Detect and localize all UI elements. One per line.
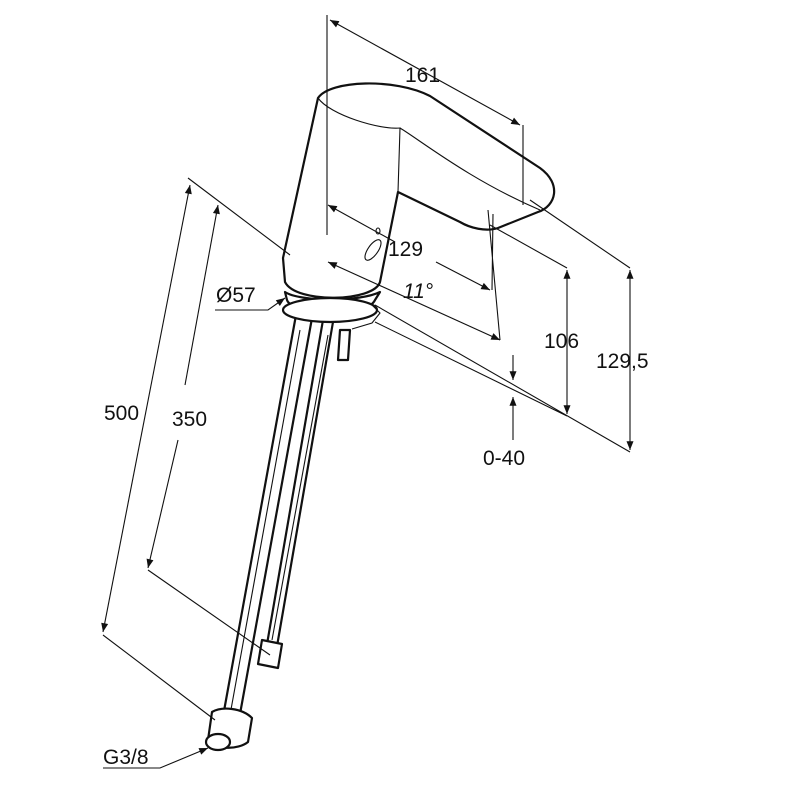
thread-label: G3/8 [103,746,149,769]
dim-base-diameter: Ø57 [216,284,256,307]
dim-129-5: 129,5 [596,350,649,373]
dimension-lines [101,15,634,769]
dim-129: 129 [388,238,423,261]
dim-angle: 11° [403,280,433,303]
dim-161: 161 [405,64,440,87]
dim-0-40: 0-40 [483,447,525,470]
dim-350: 350 [172,408,207,431]
dim-106: 106 [544,330,579,353]
dim-500: 500 [104,402,139,425]
supply-hoses [204,314,352,752]
